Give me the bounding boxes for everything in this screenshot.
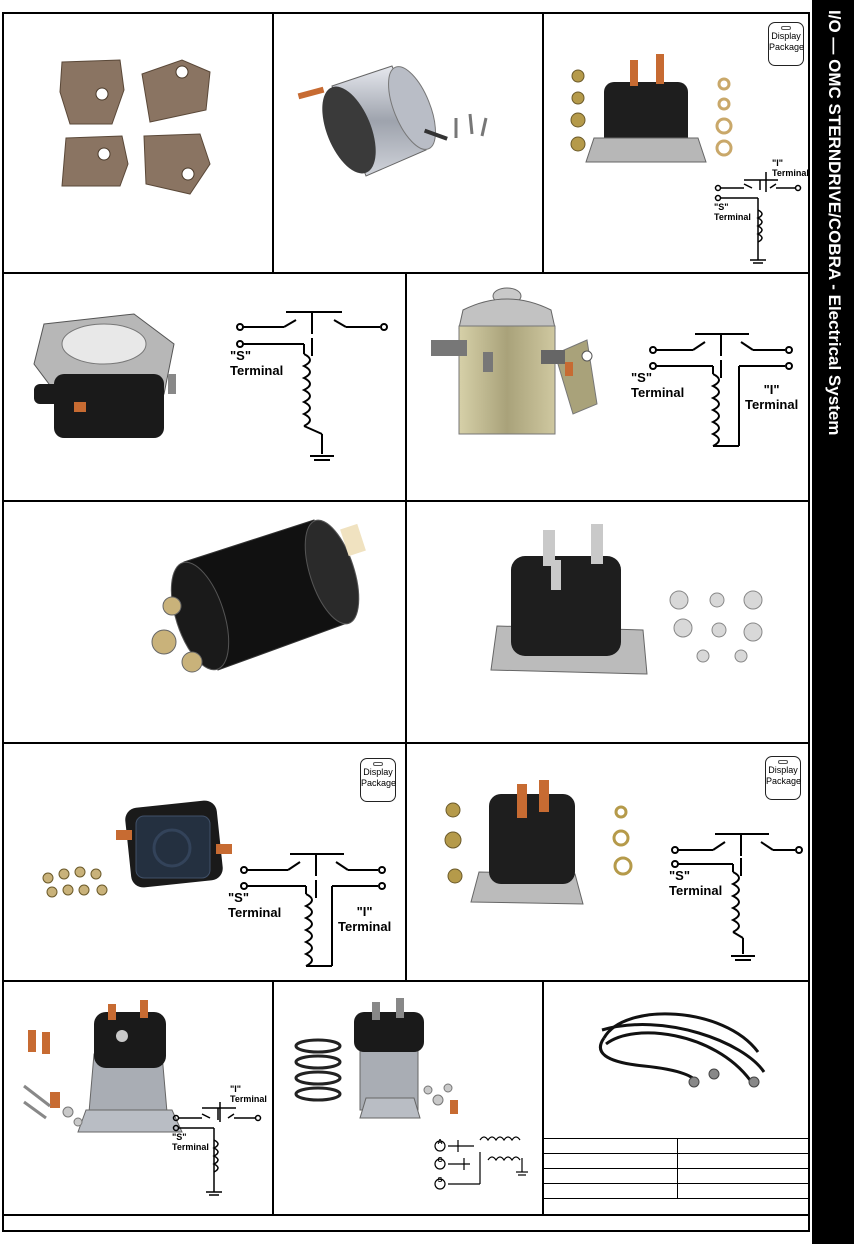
terminal-label: Terminal xyxy=(714,212,751,222)
display-package-badge: Display Package xyxy=(765,756,801,800)
terminal-label: Terminal xyxy=(172,1142,209,1152)
schematic-diagram xyxy=(671,833,803,961)
sidebar-title: I/O — OMC STERNDRIVE/COBRA - Electrical … xyxy=(825,10,844,436)
cell-battery-cables xyxy=(544,982,810,1214)
starter-solenoid-icon xyxy=(431,287,598,435)
display-package-badge: Display Package xyxy=(360,758,396,802)
cell-solenoid-7: Display Package "S" Terminal xyxy=(407,744,810,980)
col-divider-r5b xyxy=(542,980,544,1216)
schematic-diagram xyxy=(649,333,793,447)
catalog-frame xyxy=(2,12,810,1232)
wiring-a-label: A xyxy=(437,1139,443,1146)
solenoid-kit-icon xyxy=(570,54,733,163)
s-label: "S" xyxy=(228,890,249,905)
schematic-diagram xyxy=(714,172,802,264)
table-cell xyxy=(676,1138,810,1154)
cell-solenoid-4 xyxy=(4,502,405,742)
schematic-diagram xyxy=(434,1136,528,1190)
s-terminal-label: "S" Terminal xyxy=(172,1132,209,1152)
i-label: "I" xyxy=(772,158,784,168)
brush-set-icon xyxy=(59,59,211,195)
s-label: "S" xyxy=(631,370,652,385)
cell-brush-set xyxy=(4,14,272,272)
terminal-label: Terminal xyxy=(338,919,392,934)
schematic-diagram xyxy=(236,311,388,461)
s-label: "S" xyxy=(230,348,251,363)
table-cell xyxy=(544,1183,678,1199)
table-row xyxy=(544,1138,810,1154)
i-terminal-label: "I" Terminal xyxy=(745,382,798,412)
cell-solenoid-9: A C S xyxy=(274,982,542,1214)
display-package-badge: Display Package xyxy=(768,22,804,66)
solenoid-kit-icon xyxy=(490,524,763,675)
battery-cable-icon xyxy=(598,1012,766,1088)
i-terminal-label: "I" Terminal xyxy=(772,158,809,178)
solenoid-kit-icon xyxy=(42,800,232,898)
terminal-label: Terminal xyxy=(230,1094,267,1104)
starter-solenoid-icon xyxy=(297,65,488,177)
table-cell xyxy=(676,1153,810,1169)
starter-solenoid-icon xyxy=(151,519,366,673)
cell-solenoid-6: Display Package "S" Terminal "I" Termina… xyxy=(4,744,405,980)
i-label: "I" xyxy=(230,1084,242,1094)
table-cell xyxy=(544,1168,678,1184)
col-divider-r1a xyxy=(272,12,274,274)
schematic-diagram xyxy=(240,853,386,967)
i-label: "I" xyxy=(763,382,780,397)
solenoid-kit-icon xyxy=(444,780,633,905)
wiring-s-label: S xyxy=(437,1177,443,1184)
s-terminal-label: "S" Terminal xyxy=(714,202,751,222)
i-terminal-label: "I" Terminal xyxy=(230,1084,267,1104)
i-label: "I" xyxy=(356,904,373,919)
terminal-label: Terminal xyxy=(228,905,282,920)
s-terminal-label: "S" Terminal xyxy=(228,890,281,920)
cell-solenoid-3: "S" Terminal "I" Terminal xyxy=(407,274,810,500)
table-cell xyxy=(676,1183,810,1199)
s-label: "S" xyxy=(669,868,690,883)
terminal-label: Terminal xyxy=(745,397,799,412)
s-terminal-label: "S" Terminal xyxy=(230,348,283,378)
terminal-label: Terminal xyxy=(230,363,284,378)
terminal-label: Terminal xyxy=(669,883,723,898)
wiring-c-label: C xyxy=(437,1157,443,1164)
table-cell xyxy=(544,1138,678,1154)
footer-strip xyxy=(4,1216,810,1230)
s-terminal-label: "S" Terminal xyxy=(631,370,684,400)
cell-solenoid-kit-1: Display Package "I" Terminal "S" Termina… xyxy=(544,14,810,272)
solenoid-kit-icon xyxy=(294,998,458,1119)
sidebar: I/O — OMC STERNDRIVE/COBRA - Electrical … xyxy=(812,0,854,1244)
col-divider-r1b xyxy=(542,12,544,274)
table-row xyxy=(544,1168,810,1184)
col-divider-r5a xyxy=(272,980,274,1216)
solenoid-kit-icon xyxy=(23,1000,183,1133)
s-label: "S" xyxy=(714,202,729,212)
table-cell xyxy=(544,1153,678,1169)
cell-starter-solenoid xyxy=(274,14,542,272)
table-row xyxy=(544,1153,810,1169)
s-label: "S" xyxy=(172,1132,187,1142)
row-divider-5 xyxy=(2,1214,810,1216)
cell-solenoid-2: "S" Terminal xyxy=(4,274,405,500)
col-divider-mid xyxy=(405,272,407,982)
cell-solenoid-5 xyxy=(407,502,810,742)
terminal-label: Terminal xyxy=(631,385,685,400)
i-terminal-label: "I" Terminal xyxy=(338,904,391,934)
starter-solenoid-icon xyxy=(33,313,176,438)
s-terminal-label: "S" Terminal xyxy=(669,868,722,898)
schematic-diagram xyxy=(172,1102,262,1196)
cell-solenoid-8: "I" Terminal "S" Terminal xyxy=(4,982,272,1214)
spec-table xyxy=(544,1138,810,1199)
terminal-label: Terminal xyxy=(772,168,809,178)
table-cell xyxy=(676,1168,810,1184)
table-row xyxy=(544,1183,810,1199)
